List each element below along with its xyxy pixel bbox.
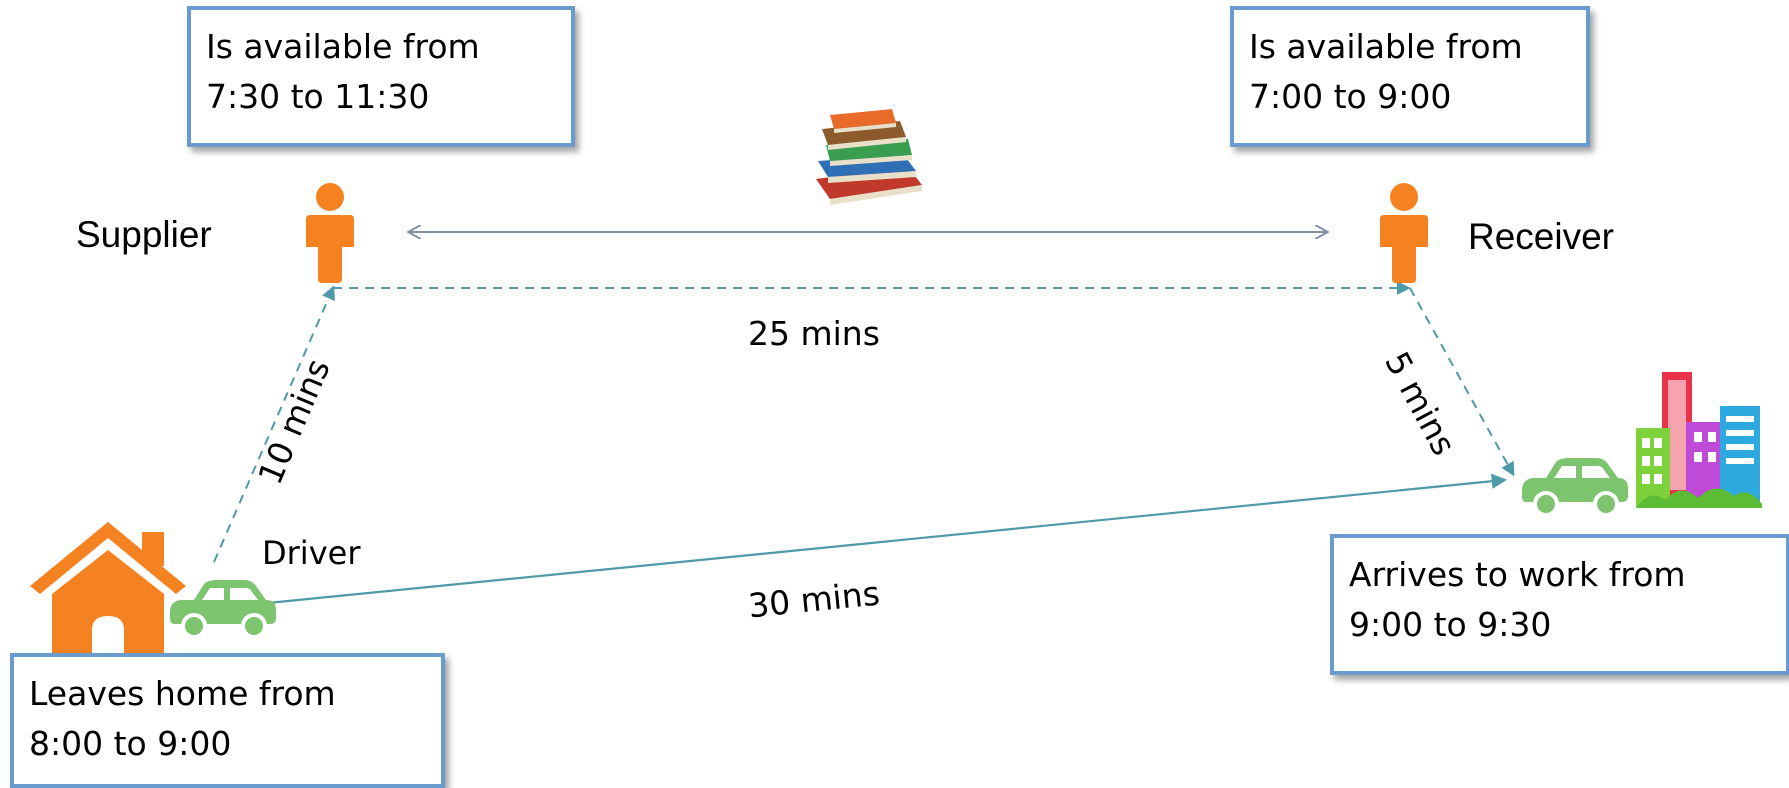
- route-home-to-work: [267, 473, 1508, 605]
- books-icon: [816, 109, 922, 205]
- person-icon: [306, 183, 354, 283]
- receiver-label: Receiver: [1468, 216, 1614, 257]
- car-icon: [170, 580, 276, 639]
- receiver-availability-box: Is available from 7:00 to 9:00: [1230, 6, 1590, 147]
- buildings-icon: [1636, 372, 1762, 508]
- duration-supplier-to-receiver: 25 mins: [748, 314, 880, 353]
- driver-departure-box: Leaves home from 8:00 to 9:00: [10, 653, 445, 788]
- route-receiver-to-work: [1409, 287, 1515, 477]
- supplier-availability-box: Is available from 7:30 to 11:30: [187, 6, 575, 147]
- supplier-label: Supplier: [76, 214, 212, 255]
- route-home-to-supplier: [213, 285, 335, 563]
- house-icon: [30, 522, 186, 668]
- driver-arrival-box: Arrives to work from 9:00 to 9:30: [1330, 534, 1789, 675]
- car-icon: [1522, 458, 1628, 517]
- person-icon: [1380, 183, 1428, 283]
- driver-label: Driver: [262, 534, 361, 572]
